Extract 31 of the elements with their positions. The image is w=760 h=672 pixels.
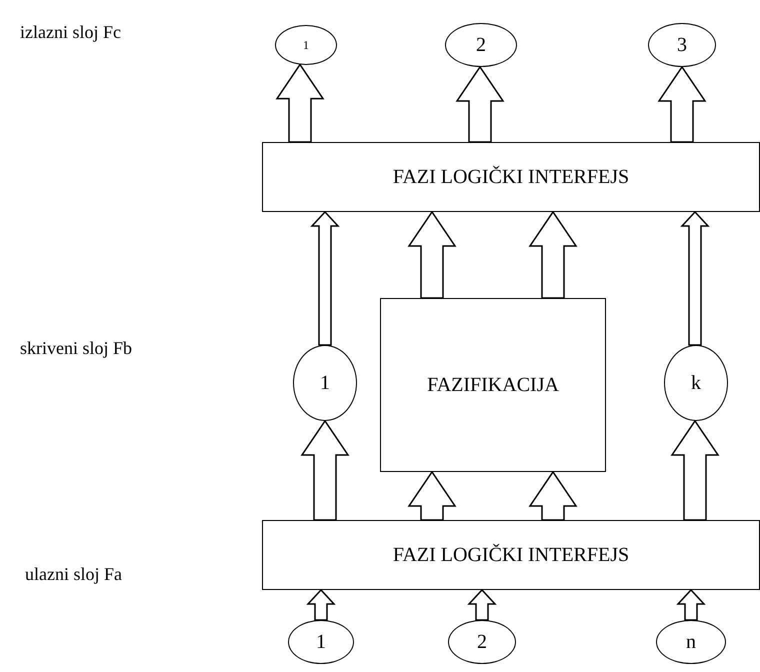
layer-label: izlazni sloj Fc xyxy=(20,22,121,43)
node-label: 1 xyxy=(316,630,326,654)
node-label: FAZI LOGIČKI INTERFEJS xyxy=(392,544,630,566)
block-arrow xyxy=(300,420,350,521)
block-arrow xyxy=(408,210,456,299)
node-label: 3 xyxy=(677,34,687,56)
block-arrow xyxy=(408,470,456,521)
block-arrow xyxy=(276,63,324,143)
process-box xyxy=(262,520,760,590)
layer-label: ulazni sloj Fa xyxy=(25,564,122,585)
block-arrow xyxy=(676,588,706,621)
node-label: 1 xyxy=(320,372,330,394)
block-arrow xyxy=(528,470,578,521)
process-box xyxy=(262,142,760,212)
layer-label: skriveni sloj Fb xyxy=(20,338,132,359)
node-label: 2 xyxy=(476,34,486,56)
block-arrow xyxy=(658,66,706,143)
block-arrow xyxy=(528,210,578,299)
block-arrow xyxy=(456,66,504,143)
node-label: 2 xyxy=(477,630,487,654)
node-label: n xyxy=(686,630,696,654)
block-arrow xyxy=(680,210,710,346)
node-label: FAZIFIKACIJA xyxy=(427,374,559,396)
block-arrow xyxy=(310,210,340,346)
block-arrow xyxy=(467,588,497,621)
block-arrow xyxy=(670,420,720,521)
node-label: FAZI LOGIČKI INTERFEJS xyxy=(392,166,630,188)
node-label: k xyxy=(691,372,701,394)
node-label: 1 xyxy=(303,38,309,52)
process-box xyxy=(380,298,606,472)
block-arrow xyxy=(306,588,336,621)
